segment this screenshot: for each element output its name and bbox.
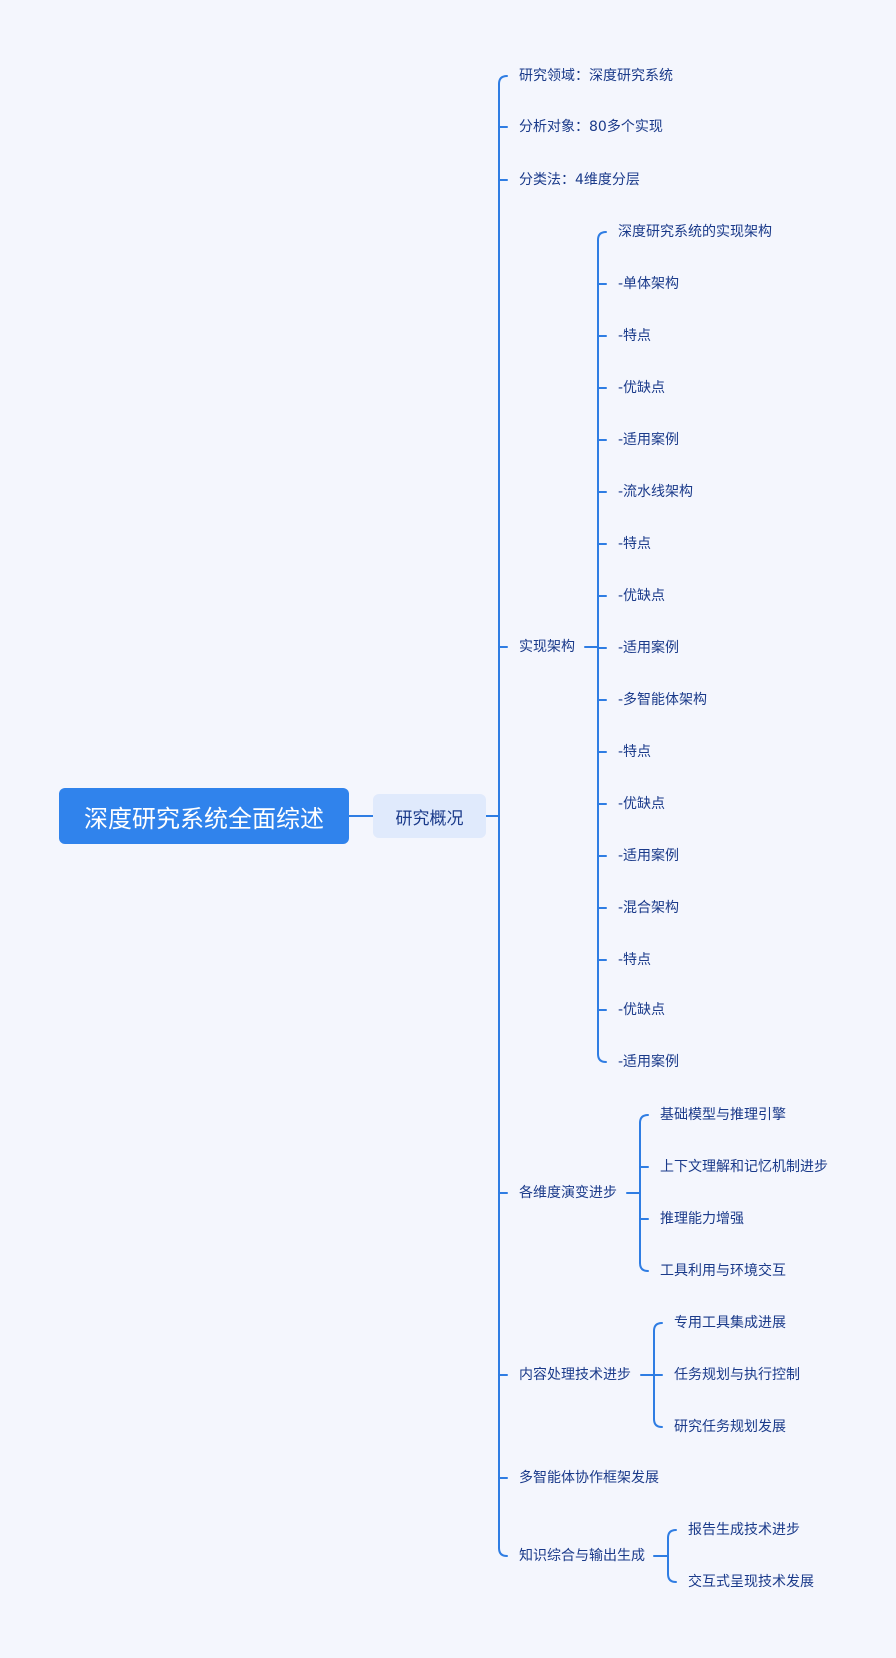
arch-item[interactable]: -特点 bbox=[618, 328, 652, 344]
hub-node-research-overview[interactable]: 研究概况 bbox=[373, 794, 486, 838]
node-content-processing[interactable]: 内容处理技术进步 bbox=[519, 1367, 631, 1383]
root-node[interactable]: 深度研究系统全面综述 bbox=[59, 788, 349, 844]
arch-item[interactable]: 深度研究系统的实现架构 bbox=[618, 224, 772, 240]
arch-item[interactable]: -优缺点 bbox=[618, 796, 666, 812]
node-research-field[interactable]: 研究领域：深度研究系统 bbox=[519, 68, 673, 84]
content-item[interactable]: 研究任务规划发展 bbox=[674, 1419, 786, 1435]
arch-item[interactable]: -混合架构 bbox=[618, 900, 680, 916]
evolution-item[interactable]: 基础模型与推理引擎 bbox=[660, 1107, 786, 1123]
arch-item[interactable]: -优缺点 bbox=[618, 588, 666, 604]
node-implementation-architecture[interactable]: 实现架构 bbox=[519, 639, 575, 655]
node-multiagent-framework[interactable]: 多智能体协作框架发展 bbox=[519, 1470, 659, 1486]
synthesis-item[interactable]: 报告生成技术进步 bbox=[688, 1522, 800, 1538]
arch-item[interactable]: -优缺点 bbox=[618, 1002, 666, 1018]
arch-item[interactable]: -优缺点 bbox=[618, 380, 666, 396]
arch-item[interactable]: -适用案例 bbox=[618, 432, 680, 448]
arch-item[interactable]: -单体架构 bbox=[618, 276, 680, 292]
arch-item[interactable]: -适用案例 bbox=[618, 640, 680, 656]
node-analysis-object[interactable]: 分析对象：80多个实现 bbox=[519, 119, 663, 135]
main-bracket-bottom bbox=[498, 1547, 508, 1557]
arch-item[interactable]: -适用案例 bbox=[618, 848, 680, 864]
evolution-item[interactable]: 工具利用与环境交互 bbox=[660, 1263, 786, 1279]
arch-item[interactable]: -流水线架构 bbox=[618, 484, 694, 500]
arch-item[interactable]: -特点 bbox=[618, 536, 652, 552]
node-knowledge-synthesis[interactable]: 知识综合与输出生成 bbox=[519, 1548, 645, 1564]
arch-item[interactable]: -特点 bbox=[618, 744, 652, 760]
node-taxonomy[interactable]: 分类法：4维度分层 bbox=[519, 172, 640, 188]
node-dimension-evolution[interactable]: 各维度演变进步 bbox=[519, 1185, 617, 1201]
arch-item[interactable]: -适用案例 bbox=[618, 1054, 680, 1070]
synthesis-item[interactable]: 交互式呈现技术发展 bbox=[688, 1574, 814, 1590]
arch-item[interactable]: -特点 bbox=[618, 952, 652, 968]
evolution-item[interactable]: 上下文理解和记忆机制进步 bbox=[660, 1159, 828, 1175]
main-bracket-top bbox=[498, 75, 508, 85]
evolution-item[interactable]: 推理能力增强 bbox=[660, 1211, 744, 1227]
arch-item[interactable]: -多智能体架构 bbox=[618, 692, 708, 708]
content-item[interactable]: 任务规划与执行控制 bbox=[674, 1367, 800, 1383]
content-item[interactable]: 专用工具集成进展 bbox=[674, 1315, 786, 1331]
